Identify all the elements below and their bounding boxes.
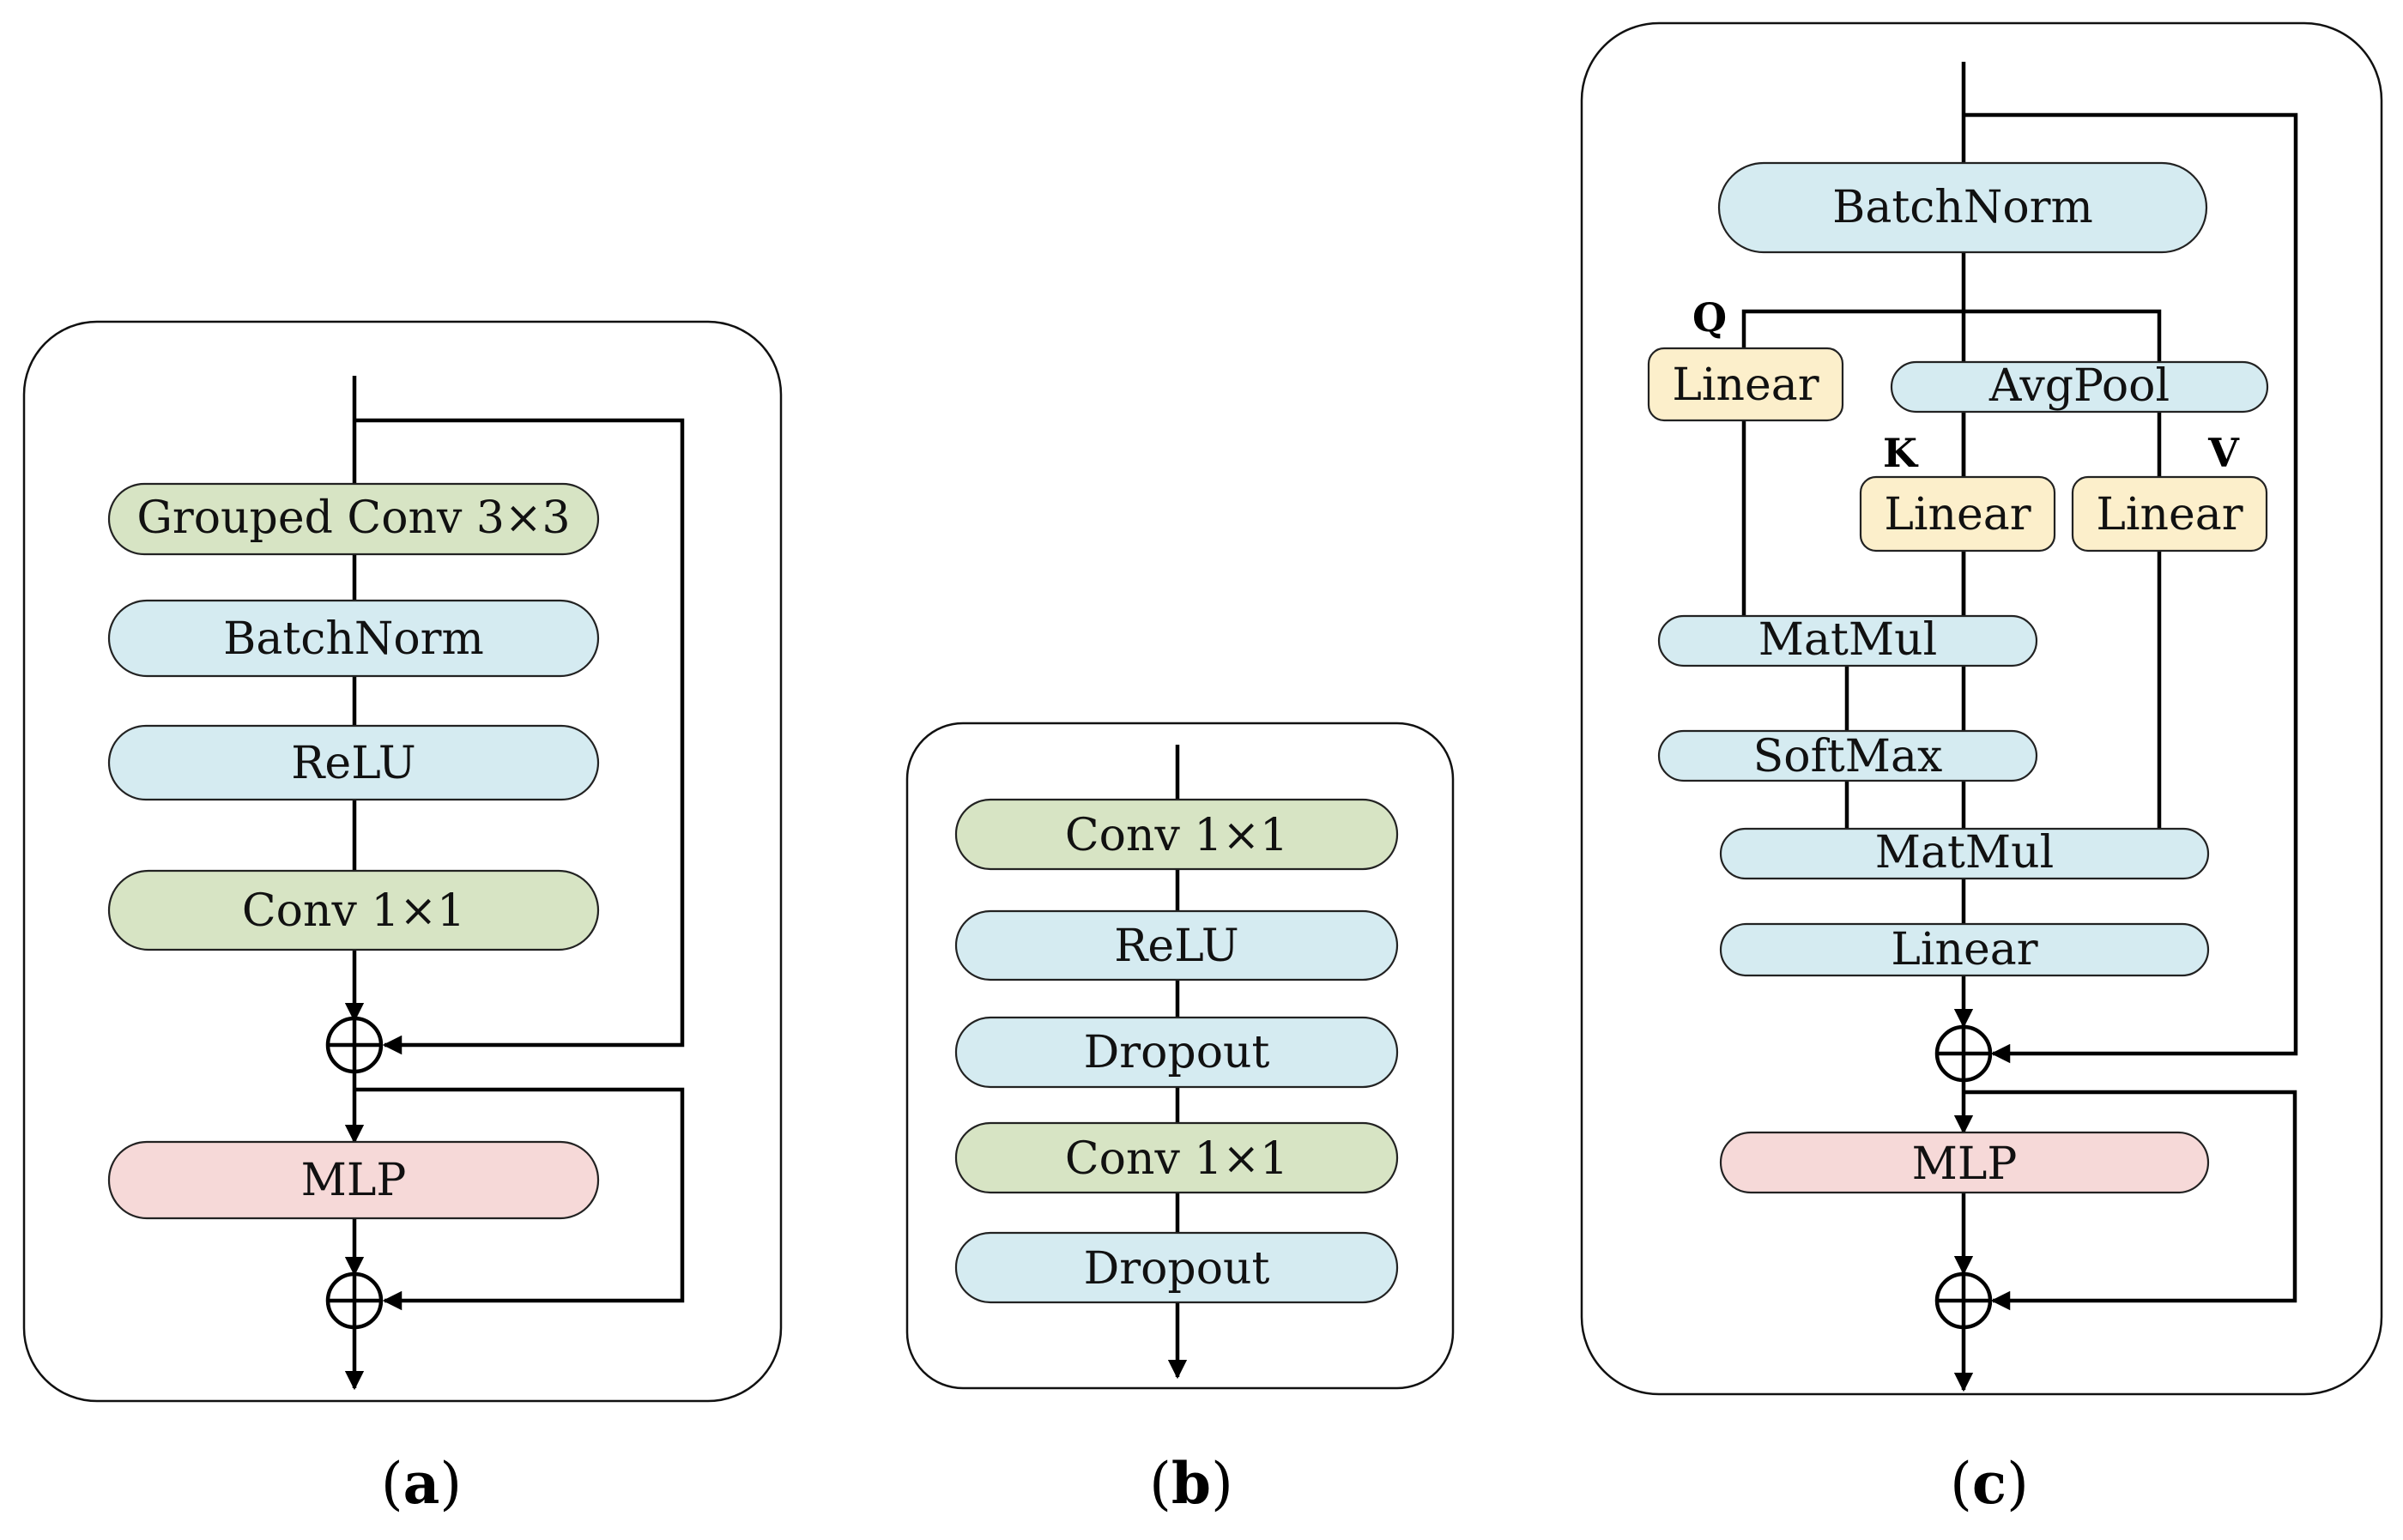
matmul-block-1: MatMul <box>1657 614 2038 667</box>
grouped-conv-block: Grouped Conv 3×3 <box>107 482 600 556</box>
caption-c: (c) <box>1950 1450 2029 1517</box>
relu-block: ReLU <box>954 909 1399 981</box>
panel-c: BatchNorm Linear AvgPool Linear Linear Q… <box>1580 21 2383 1517</box>
plus-circle-icon <box>1934 1271 1993 1330</box>
conv1x1-label-2: Conv 1×1 <box>1065 1133 1288 1185</box>
conv1x1-block: Conv 1×1 <box>954 798 1399 871</box>
matmul-label-2: MatMul <box>1875 827 2055 879</box>
linear-q-block: Linear <box>1647 347 1844 422</box>
panel-b: Conv 1×1 ReLU Dropout Conv 1×1 Dropout (… <box>905 722 1455 1517</box>
mlp-label: MLP <box>1912 1138 2018 1190</box>
dropout-block-2: Dropout <box>954 1231 1399 1304</box>
grouped-conv-label: Grouped Conv 3×3 <box>136 492 570 544</box>
plus-circle-icon <box>325 1016 384 1074</box>
conv1x1-label: Conv 1×1 <box>242 885 465 937</box>
batchnorm-block: BatchNorm <box>1717 161 2208 254</box>
relu-label: ReLU <box>1114 921 1238 972</box>
mlp-label: MLP <box>301 1155 407 1206</box>
matmul-label-1: MatMul <box>1758 614 1938 666</box>
relu-label: ReLU <box>291 738 415 789</box>
plus-circle-icon <box>1934 1024 1993 1083</box>
panel-a-frame <box>22 320 783 1403</box>
avgpool-block: AvgPool <box>1890 360 2269 414</box>
caption-a: (a) <box>381 1450 462 1517</box>
relu-block: ReLU <box>107 724 600 801</box>
avgpool-label: AvgPool <box>1988 360 2170 412</box>
dropout-label-2: Dropout <box>1084 1243 1270 1295</box>
linear-out-label: Linear <box>1891 924 2037 975</box>
dropout-block: Dropout <box>954 1016 1399 1089</box>
linear-v-label: Linear <box>2096 489 2243 541</box>
dropout-label: Dropout <box>1084 1027 1270 1078</box>
q-label: Q <box>1692 294 1727 341</box>
softmax-label: SoftMax <box>1753 731 1943 782</box>
k-label: K <box>1883 430 1919 476</box>
panel-a: Grouped Conv 3×3 BatchNorm ReLU Conv 1×1… <box>22 320 783 1517</box>
mlp-block: MLP <box>1719 1131 2210 1194</box>
linear-k-block: Linear <box>1859 475 2056 553</box>
v-label: V <box>2207 430 2240 476</box>
plus-circle-icon <box>325 1271 384 1330</box>
caption-b: (b) <box>1149 1450 1233 1517</box>
linear-v-block: Linear <box>2071 475 2268 553</box>
linear-out-block: Linear <box>1719 922 2210 977</box>
mlp-block: MLP <box>107 1140 600 1220</box>
batchnorm-block: BatchNorm <box>107 599 600 678</box>
conv1x1-block: Conv 1×1 <box>107 869 600 951</box>
softmax-block: SoftMax <box>1657 729 2038 782</box>
batchnorm-label: BatchNorm <box>1832 182 2093 233</box>
matmul-block-2: MatMul <box>1719 827 2210 880</box>
batchnorm-label: BatchNorm <box>223 613 484 665</box>
linear-q-label: Linear <box>1672 359 1819 411</box>
conv1x1-label: Conv 1×1 <box>1065 810 1288 861</box>
conv1x1-block-2: Conv 1×1 <box>954 1121 1399 1194</box>
linear-k-label: Linear <box>1884 489 2031 541</box>
